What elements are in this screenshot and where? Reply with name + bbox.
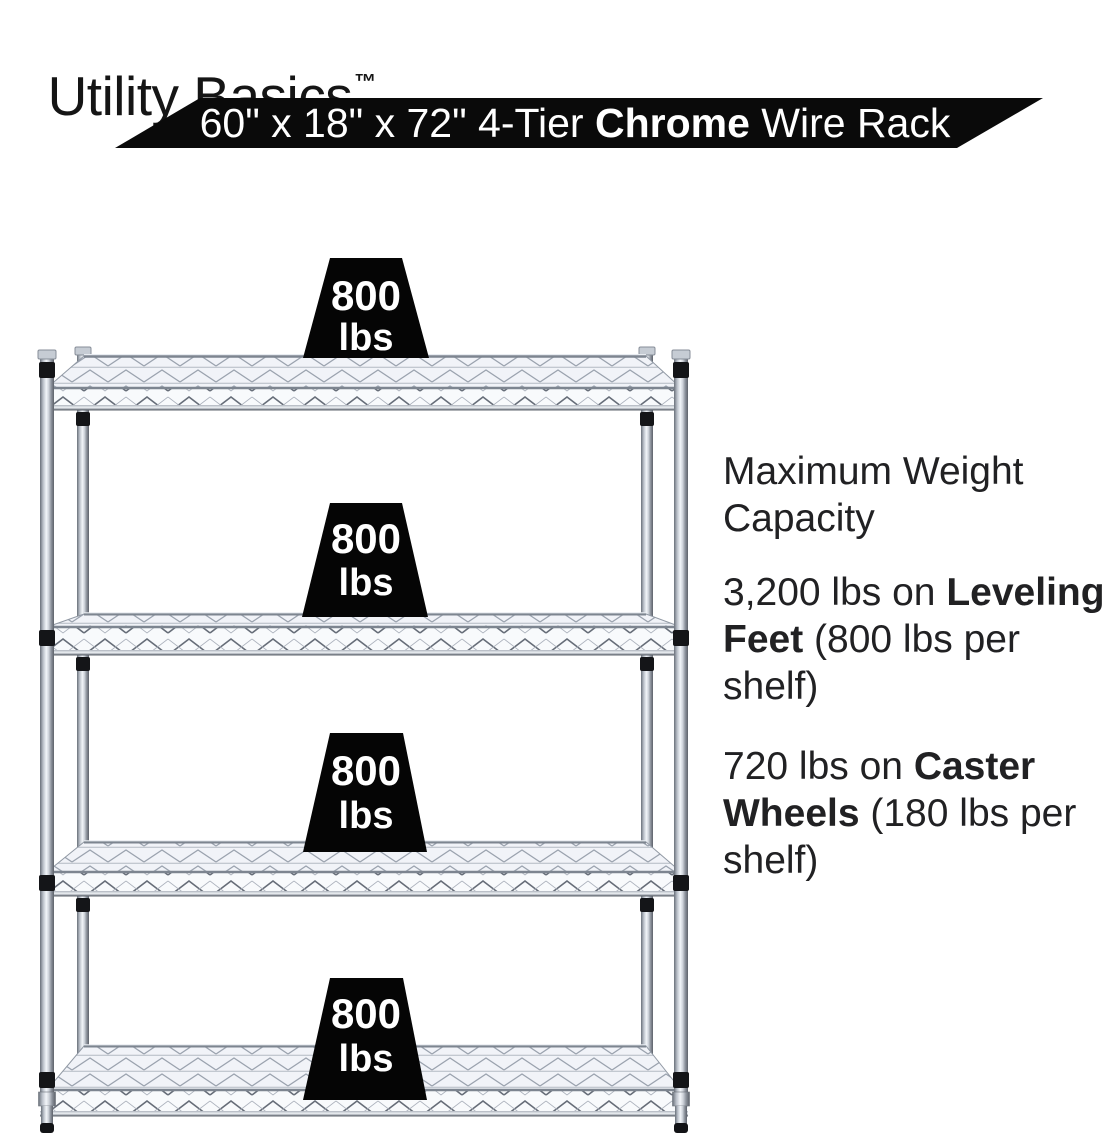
weight-unit: lbs — [339, 317, 394, 359]
rack-shelf-3 — [40, 840, 688, 897]
rack-shelf-2 — [40, 612, 688, 656]
weight-unit: lbs — [339, 1038, 394, 1080]
rack-shelf-1 — [40, 353, 688, 411]
banner-text-pre: 60" x 18" x 72" 4-Tier — [199, 99, 595, 146]
weight-icon-shelf-3: 800 lbs — [303, 733, 427, 852]
brand-name: Utility Basics — [47, 65, 353, 127]
weight-value: 800 — [331, 990, 401, 1037]
leveling-foot-right — [672, 1091, 690, 1107]
weight-value: 800 — [331, 272, 401, 319]
weight-unit: lbs — [339, 795, 394, 837]
rack-post-back-left — [74, 346, 92, 1075]
weight-value: 800 — [331, 515, 401, 562]
weight-icon-shelf-4: 800 lbs — [303, 978, 427, 1100]
rack-post-front-right — [671, 349, 691, 1133]
weight-unit: lbs — [339, 562, 394, 604]
rack-post-front-left — [37, 349, 57, 1133]
banner-text-post: Wire Rack — [749, 99, 951, 146]
weight-capacity-info: Maximum Weight Capacity 3,200 lbs on Lev… — [723, 448, 1105, 884]
caster-wheels-capacity: 720 lbs on Caster Wheels (180 lbs per sh… — [723, 745, 1077, 882]
leveling-feet-capacity: 3,200 lbs on Leveling Feet (800 lbs per … — [723, 571, 1105, 708]
heading-line: Maximum Weight — [723, 450, 1024, 493]
wire-rack-illustration: 800 lbs 800 lbs 800 lbs 800 lbs — [37, 258, 691, 1133]
info-heading: Maximum Weight Capacity — [723, 448, 1105, 542]
rack-post-back-right — [638, 346, 656, 1075]
weight-icon-shelf-2: 800 lbs — [302, 503, 428, 617]
banner-text-bold: Chrome — [594, 99, 750, 146]
heading-line: Capacity — [723, 497, 875, 540]
title-banner: 60" x 18" x 72" 4-Tier Chrome Wire Rack — [115, 98, 1043, 148]
weight-icon-shelf-1: 800 lbs — [303, 258, 429, 359]
leveling-foot-left — [38, 1091, 56, 1107]
brand-logo: Utility Basics™ — [18, 0, 377, 128]
weight-value: 800 — [331, 747, 401, 794]
trademark-symbol: ™ — [354, 69, 376, 94]
